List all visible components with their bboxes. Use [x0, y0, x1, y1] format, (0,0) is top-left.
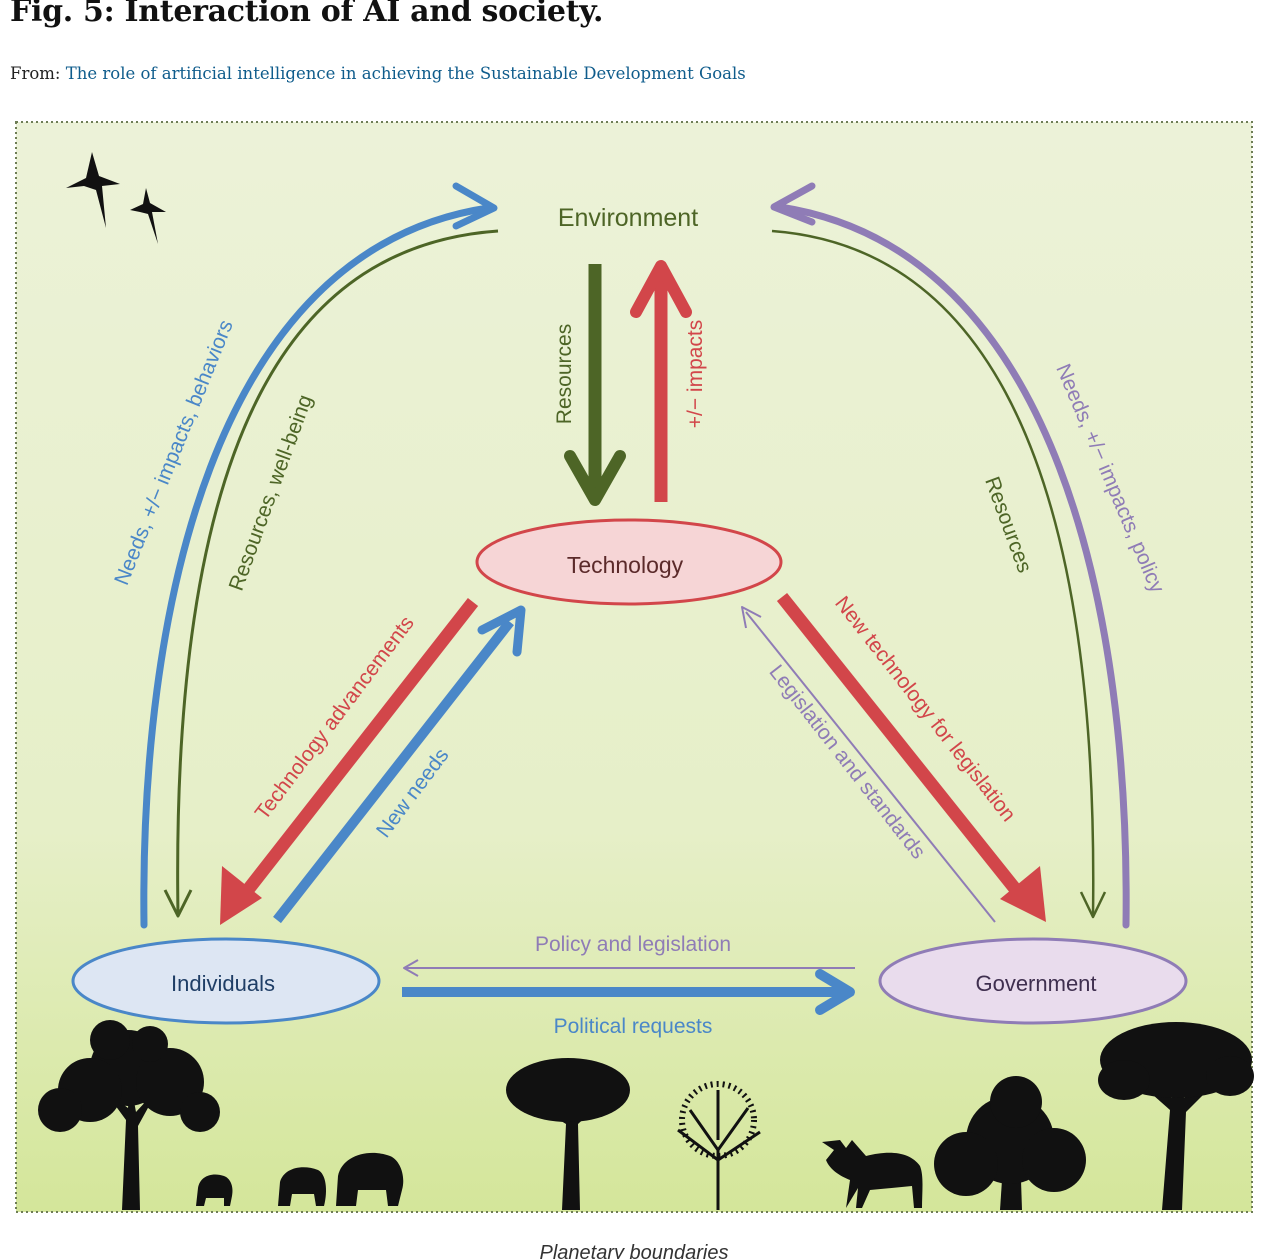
node-environment-label: Environment	[558, 204, 698, 232]
edge-label-env-to-tech: Resources	[553, 324, 576, 424]
footer-caption: Planetary boundaries	[539, 1242, 728, 1259]
node-individuals-label: Individuals	[171, 971, 275, 996]
arrowhead-individuals-to-environment	[452, 182, 498, 230]
arrowhead-environment-to-government	[1079, 891, 1107, 919]
tree-right-icon	[1098, 1022, 1254, 1210]
arrow-technology-to-government	[776, 592, 1026, 900]
node-technology	[475, 518, 783, 606]
moose-icon	[822, 1140, 923, 1208]
bear-small-icon	[196, 1174, 233, 1206]
arrowhead-individuals-to-government	[815, 969, 855, 1015]
node-government-label: Government	[975, 971, 1096, 996]
birds-icon	[66, 152, 166, 244]
tree-left-icon	[38, 1020, 220, 1210]
node-government	[878, 937, 1188, 1025]
arrowhead-technology-to-government	[1000, 866, 1046, 922]
arrow-government-to-environment	[776, 203, 1130, 929]
source-line: From: The role of artificial intelligenc…	[10, 64, 746, 83]
arrowhead-government-to-technology	[741, 606, 762, 629]
node-individuals	[71, 937, 381, 1025]
figure-title: Fig. 5: Interaction of AI and society.	[10, 0, 604, 29]
source-prefix: From:	[10, 64, 66, 83]
arrow-individuals-to-environment	[140, 204, 492, 929]
arrow-environment-to-government	[771, 229, 1095, 916]
arrow-environment-to-individuals	[176, 229, 499, 916]
source-article-link[interactable]: The role of artificial intelligence in a…	[65, 64, 746, 83]
arrowhead-individuals-to-technology	[477, 605, 526, 657]
arrow-technology-to-individuals	[234, 597, 479, 905]
arrowhead-environment-to-individuals	[163, 889, 193, 918]
bear-medium-icon	[278, 1167, 326, 1206]
arrowhead-technology-to-environment	[630, 260, 692, 318]
node-technology-label: Technology	[567, 552, 684, 578]
arrow-individuals-to-technology	[273, 618, 514, 924]
diagram-background	[16, 122, 1252, 1212]
bear-large-icon	[336, 1152, 404, 1206]
tree-umbrella-icon	[506, 1058, 630, 1210]
tree-sparse-icon	[677, 1081, 761, 1210]
edge-label-gov-to-ind: Policy and legislation	[535, 933, 731, 956]
arrowhead-technology-to-individuals	[220, 866, 262, 925]
diagram-frame	[15, 121, 1253, 1213]
edge-label-ind-to-gov: Political requests	[554, 1015, 713, 1038]
tree-bushy-icon	[934, 1076, 1086, 1210]
arrowhead-government-to-individuals	[403, 959, 419, 977]
arrowhead-environment-to-technology	[564, 450, 626, 506]
edge-label-tech-to-env: +/− impacts	[684, 320, 707, 429]
arrow-government-to-technology	[745, 611, 996, 923]
arrowhead-government-to-environment	[770, 182, 816, 226]
